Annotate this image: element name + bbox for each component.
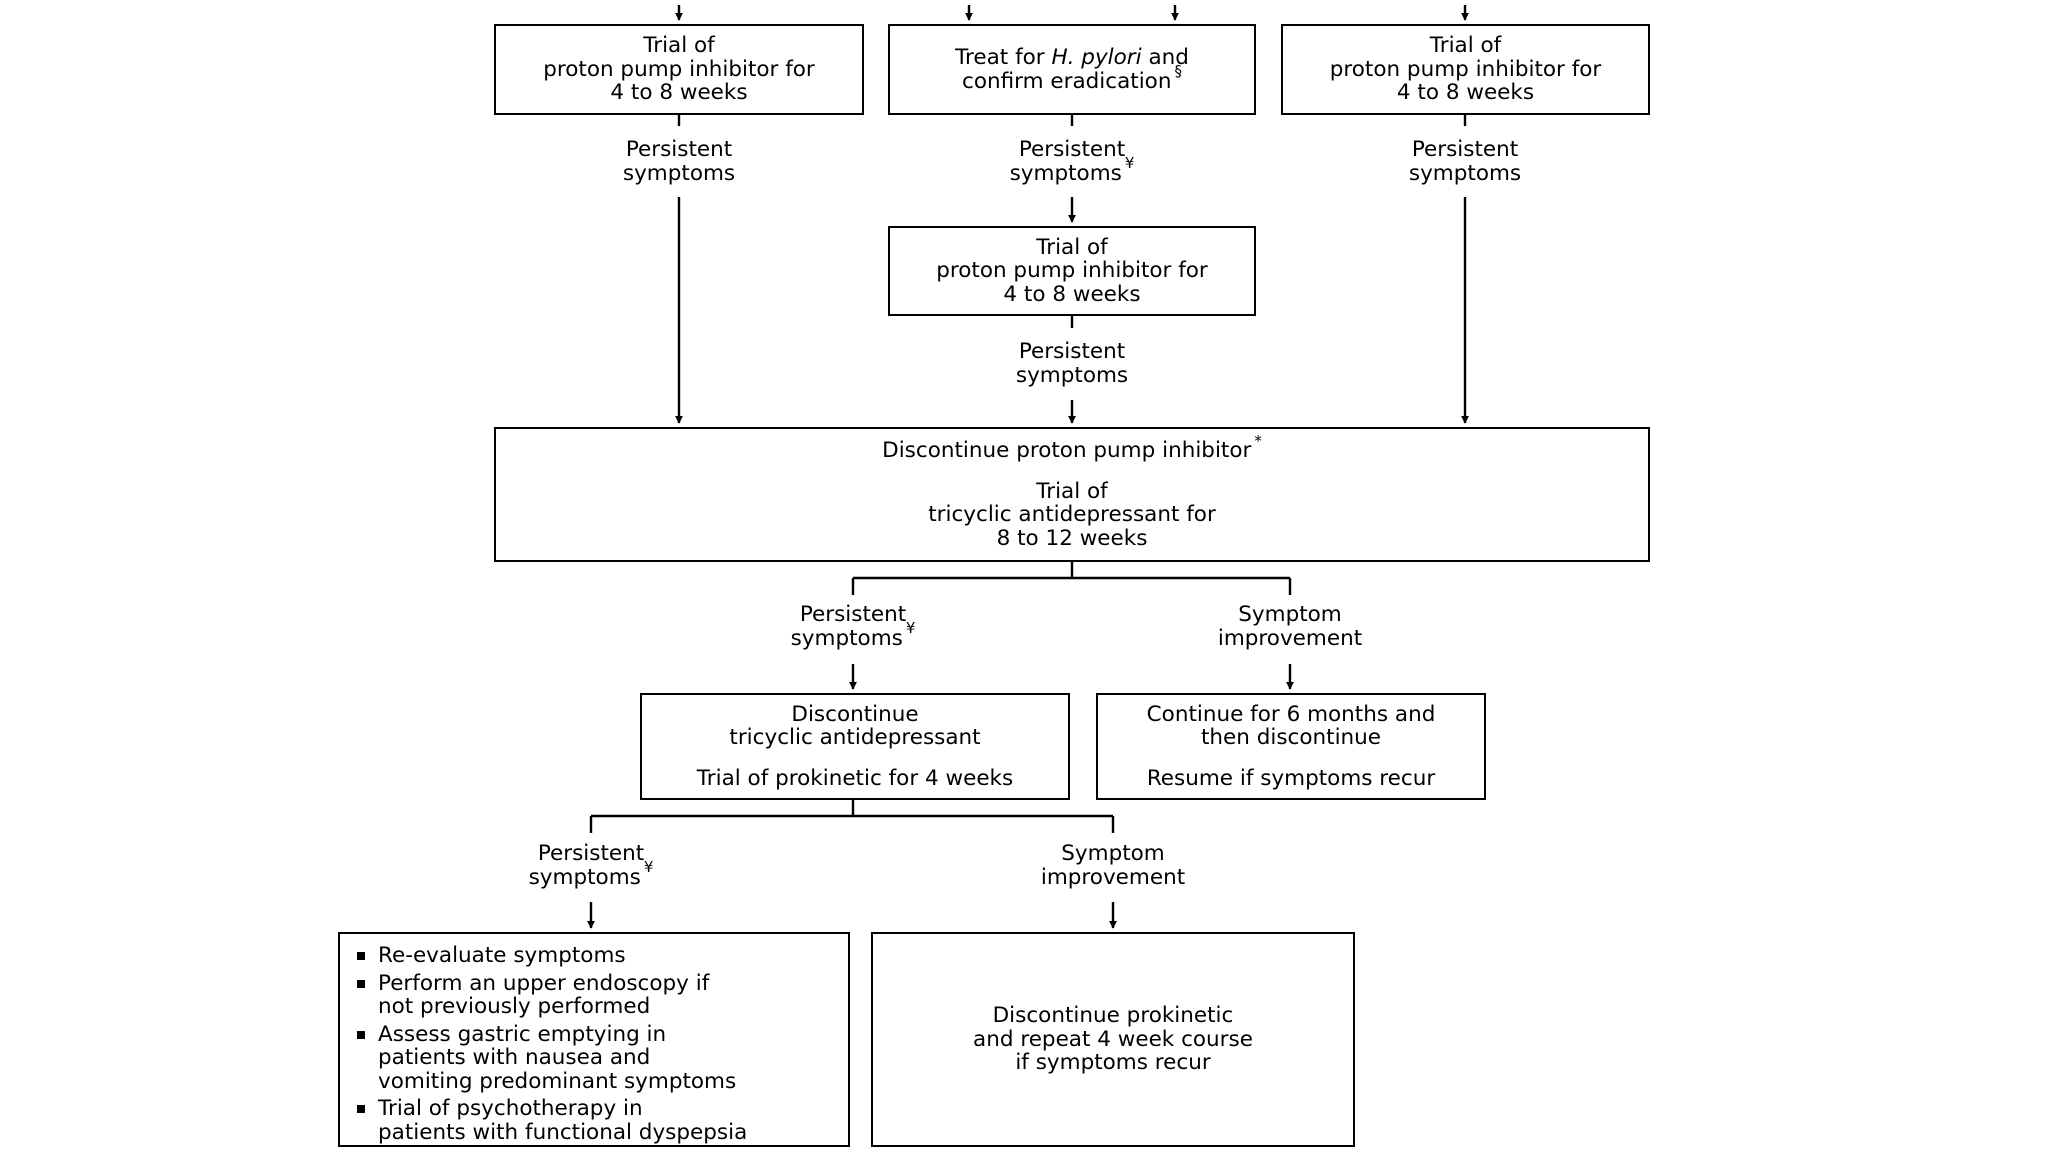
text-fragment-italic: H. pylori — [1051, 45, 1142, 70]
list-item-line: patients with functional dyspepsia — [378, 1119, 748, 1145]
middle-ppi-box: Trial of proton pump inhibitor for 4 to … — [888, 226, 1256, 316]
list-item-line: Assess gastric emptying in — [378, 1021, 667, 1047]
text-fragment: confirm eradication — [962, 68, 1172, 94]
box-text-line: Discontinue proton pump inhibitor* — [882, 433, 1262, 463]
label-line: improvement — [1217, 625, 1363, 651]
text-fragment: and — [1141, 45, 1189, 70]
list-item: Re-evaluate symptoms — [354, 944, 840, 968]
label-line: symptoms¥ — [972, 156, 1172, 186]
box-text-line: and repeat 4 week course — [973, 1026, 1253, 1052]
label-line: symptoms — [1015, 362, 1129, 388]
label-center-persistent-symptoms-2: Persistent symptoms — [972, 340, 1172, 387]
label-line: Persistent — [537, 841, 645, 866]
label-line: symptoms — [1408, 160, 1522, 186]
label-tca-persistent-symptoms: Persistent symptoms¥ — [753, 603, 953, 650]
list-item-line: patients with nausea and — [378, 1045, 651, 1070]
text-fragment: symptoms — [1009, 160, 1122, 186]
text-fragment: symptoms — [528, 864, 641, 890]
footnote-mark: * — [1254, 431, 1262, 450]
text-fragment: Discontinue proton pump inhibitor — [882, 438, 1252, 463]
label-line: symptoms — [622, 160, 736, 186]
footnote-mark: ¥ — [1124, 154, 1135, 173]
box-text-line: 4 to 8 weeks — [1396, 80, 1535, 106]
box-text-line: Continue for 6 months and — [1146, 701, 1436, 727]
prokinetic-box: Discontinue tricyclic antidepressant Tri… — [640, 693, 1070, 800]
box-text-line: Resume if symptoms recur — [1146, 765, 1436, 791]
label-line: Symptom — [1238, 602, 1342, 627]
box-text-line: proton pump inhibitor for — [543, 56, 815, 82]
footnote-mark: § — [1174, 62, 1182, 81]
reevaluate-actions-box: Re-evaluate symptoms Perform an upper en… — [338, 932, 850, 1147]
top-left-ppi-box: Trial of proton pump inhibitor for 4 to … — [494, 24, 864, 115]
square-bullet-icon — [357, 1105, 365, 1113]
box-text-line: then discontinue — [1200, 725, 1382, 751]
text-fragment: symptoms — [790, 625, 903, 651]
box-text-line: Trial of — [1036, 234, 1108, 260]
box-text-line: proton pump inhibitor for — [936, 258, 1208, 284]
box-text-line: 4 to 8 weeks — [1003, 281, 1141, 307]
label-right-persistent-symptoms: Persistent symptoms — [1365, 138, 1565, 185]
square-bullet-icon — [357, 979, 365, 988]
box-text-line: if symptoms recur — [1015, 1050, 1211, 1076]
label-line: Persistent — [625, 137, 733, 162]
discontinue-ppi-tca-box: Discontinue proton pump inhibitor* Trial… — [494, 427, 1650, 562]
list-item-line: Trial of psychotherapy in — [378, 1096, 643, 1121]
label-line: Persistent — [1018, 339, 1126, 364]
box-text-line: confirm eradication§ — [962, 64, 1182, 94]
text-fragment: Treat for — [955, 45, 1052, 70]
label-tca-symptom-improvement: Symptom improvement — [1190, 603, 1390, 650]
label-left-persistent-symptoms: Persistent symptoms — [579, 138, 779, 185]
box-text-line: Trial of prokinetic for 4 weeks — [696, 765, 1014, 791]
box-text-line: Trial of — [643, 33, 715, 59]
repeat-prokinetic-box: Discontinue prokinetic and repeat 4 week… — [871, 932, 1355, 1147]
label-line: Symptom — [1061, 841, 1165, 866]
box-text-line: Discontinue prokinetic — [992, 1003, 1234, 1029]
list-item: Assess gastric emptying in patients with… — [354, 1021, 840, 1094]
top-center-hpylori-box: Treat for H. pylori and confirm eradicat… — [888, 24, 1256, 115]
square-bullet-icon — [357, 952, 365, 960]
square-bullet-icon — [357, 1030, 365, 1039]
continue-six-months-box: Continue for 6 months and then discontin… — [1096, 693, 1486, 800]
box-text-line: Discontinue — [791, 701, 919, 727]
box-text-line: Treat for H. pylori and — [955, 46, 1189, 70]
label-prokinetic-symptom-improvement: Symptom improvement — [1013, 842, 1213, 889]
box-text-line: tricyclic antidepressant — [729, 725, 981, 751]
box-text-line: 8 to 12 weeks — [996, 525, 1148, 551]
label-line: symptoms¥ — [491, 860, 691, 890]
list-item-line: not previously performed — [378, 994, 651, 1019]
label-center-persistent-symptoms-1: Persistent symptoms¥ — [972, 138, 1172, 185]
box-text-line: Trial of — [1036, 478, 1108, 504]
label-line: Persistent — [1411, 137, 1519, 162]
footnote-mark: ¥ — [905, 619, 916, 638]
box-text-line: proton pump inhibitor for — [1329, 56, 1602, 82]
list-item-line: vomiting predominant symptoms — [378, 1068, 737, 1094]
box-text-line: tricyclic antidepressant for — [928, 502, 1216, 527]
label-prokinetic-persistent-symptoms: Persistent symptoms¥ — [491, 842, 691, 889]
top-right-ppi-box: Trial of proton pump inhibitor for 4 to … — [1281, 24, 1650, 115]
label-line: symptoms¥ — [753, 621, 953, 651]
list-item-line: Perform an upper endoscopy if — [378, 970, 710, 996]
list-item: Trial of psychotherapy in patients with … — [354, 1097, 840, 1144]
box-text-line: Trial of — [1429, 33, 1502, 59]
label-line: Persistent — [1018, 137, 1126, 162]
label-line: Persistent — [799, 602, 907, 627]
action-list: Re-evaluate symptoms Perform an upper en… — [354, 944, 840, 1144]
label-line: improvement — [1040, 864, 1186, 890]
list-item: Perform an upper endoscopy if not previo… — [354, 970, 840, 1019]
footnote-mark: ¥ — [643, 858, 654, 877]
box-text-line: 4 to 8 weeks — [610, 80, 748, 106]
list-item-line: Re-evaluate symptoms — [378, 943, 626, 968]
